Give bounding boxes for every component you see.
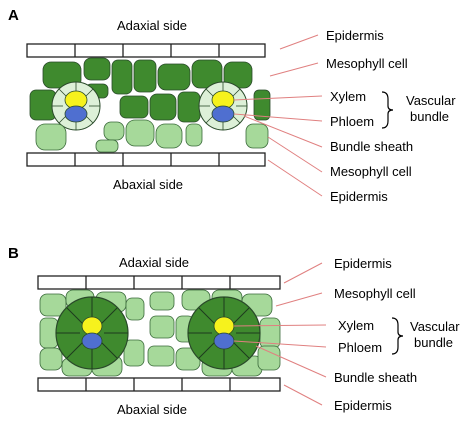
panel-b-label-mesophyll: Mesophyll cell [334, 286, 416, 301]
panel-b-xylem-right [213, 316, 235, 336]
panel-a-adaxial-label: Adaxial side [117, 18, 187, 33]
panel-b-letter: B [8, 245, 19, 262]
panel-a-vascular-bundle-left [51, 81, 101, 131]
panel-b-adaxial-label: Adaxial side [119, 255, 189, 270]
panel-a-abaxial-label: Abaxial side [113, 177, 183, 192]
panel-b: B Adaxial side [8, 245, 460, 417]
panel-b-label-vascular: Vascular [410, 319, 460, 334]
panel-b-upper-epidermis [37, 275, 281, 290]
panel-a-light-mesophyll [35, 119, 269, 153]
panel-b-phloem-right [213, 332, 235, 350]
panel-a-label-bundle: bundle [410, 109, 449, 124]
panel-b-label-epidermis-top: Epidermis [334, 256, 392, 271]
panel-a-label-vascular: Vascular [406, 93, 456, 108]
panel-a-label-bundle-sheath: Bundle sheath [330, 139, 413, 154]
panel-b-label-xylem: Xylem [338, 318, 374, 333]
panel-a-label-mesophyll-bottom: Mesophyll cell [330, 164, 412, 179]
panel-a-dark-mesophyll [29, 57, 271, 123]
panel-a-phloem-right [211, 105, 235, 123]
panel-a-phloem-left [64, 105, 88, 123]
panel-b-label-phloem: Phloem [338, 340, 382, 355]
panel-b-vascular-bundle-left [55, 296, 129, 370]
panel-b-abaxial-label: Abaxial side [117, 402, 187, 417]
panel-b-phloem-left [81, 332, 103, 350]
panel-b-leader-lines [233, 262, 327, 406]
panel-b-label-epidermis-bottom: Epidermis [334, 398, 392, 413]
panel-a-label-mesophyll-top: Mesophyll cell [326, 56, 408, 71]
panel-a-label-phloem: Phloem [330, 114, 374, 129]
panel-a-vascular-brace [381, 91, 394, 129]
panel-b-vascular-brace [391, 317, 404, 355]
panel-b-labels: Epidermis Mesophyll cell Xylem Phloem Va… [334, 256, 460, 413]
panel-a-label-epidermis-bottom: Epidermis [330, 189, 388, 204]
panel-a-letter: A [8, 7, 19, 24]
panel-a-upper-epidermis [26, 43, 266, 58]
panel-b-lower-epidermis [37, 377, 281, 392]
panel-b-xylem-left [81, 316, 103, 336]
panel-b-vascular-bundle-right [187, 296, 261, 370]
panel-a-labels: Epidermis Mesophyll cell Xylem Phloem Va… [326, 28, 456, 204]
panel-a-lower-epidermis [26, 152, 266, 167]
panel-a-label-epidermis-top: Epidermis [326, 28, 384, 43]
panel-a-leader-lines [233, 34, 323, 197]
panel-b-label-bundle: bundle [414, 335, 453, 350]
panel-a-vascular-bundle-right [198, 81, 248, 131]
panel-b-label-bundle-sheath: Bundle sheath [334, 370, 417, 385]
panel-a-label-xylem: Xylem [330, 89, 366, 104]
panel-a: A Adaxial side [8, 7, 456, 204]
